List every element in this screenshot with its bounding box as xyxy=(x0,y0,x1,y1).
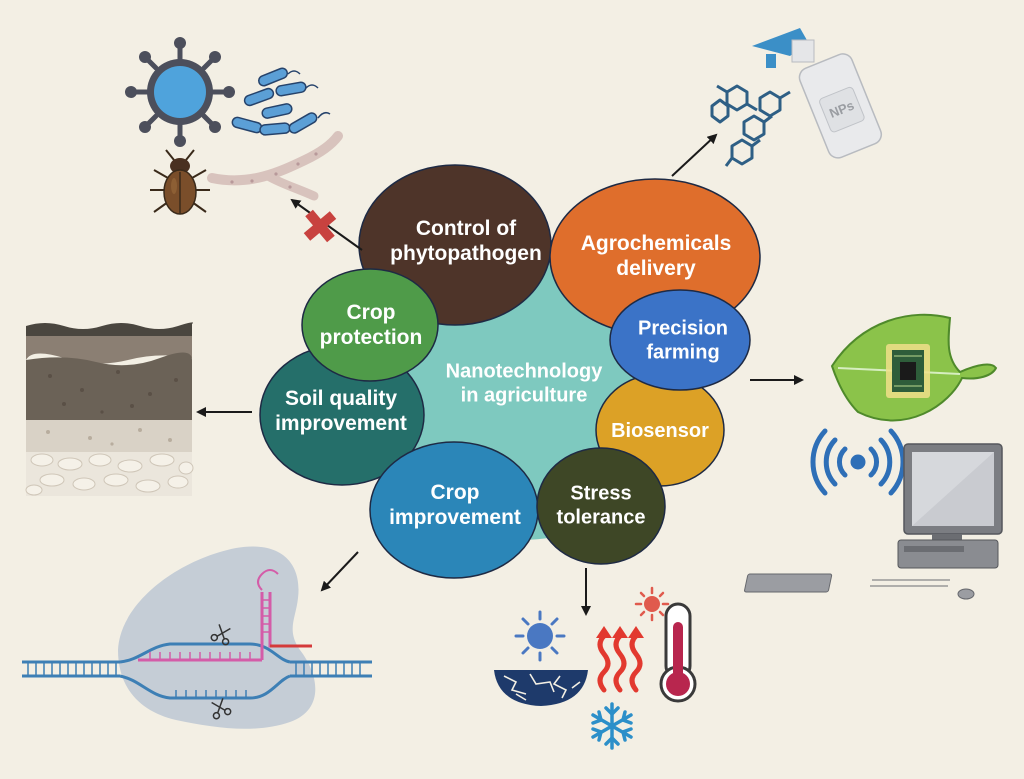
virus-icon xyxy=(125,37,235,147)
thermometer-icon xyxy=(659,602,697,703)
wireless-signal-icon xyxy=(810,428,906,496)
crop-protection-node xyxy=(301,268,439,382)
arrow-to-nps xyxy=(671,133,718,177)
precision-farming-label: Precision farming xyxy=(638,317,728,364)
center-label-line1: Nanotechnology xyxy=(445,360,603,383)
center-label: Nanotechnology in agriculture xyxy=(446,360,603,407)
control-of-phytopathogen-label: Control of phytopathogen xyxy=(390,217,542,267)
precision-farming-node xyxy=(609,289,751,391)
bacteria-icon xyxy=(231,67,331,136)
node-label-line1: Crop xyxy=(430,481,480,505)
beetle-icon xyxy=(150,149,210,215)
soil-profile-icon xyxy=(25,322,194,496)
node-label-line1: Crop xyxy=(346,301,396,325)
node-label-line2: delivery xyxy=(616,257,696,280)
node-label-line1: Soil quality xyxy=(284,387,397,411)
node-label-line2: improvement xyxy=(389,506,521,529)
computer-icon xyxy=(744,443,1003,600)
hot-sun-icon xyxy=(634,586,670,622)
agrochemicals-delivery-label: Agrochemicals delivery xyxy=(581,232,732,282)
red-cross-icon xyxy=(303,209,337,243)
node-label-line1: Precision xyxy=(637,317,729,340)
crispr-icon xyxy=(22,546,372,729)
node-label-line2: tolerance xyxy=(556,506,646,528)
node-label-line2: protection xyxy=(319,326,423,349)
drought-soil-icon xyxy=(494,670,588,706)
node-label-line1: Biosensor xyxy=(611,420,709,443)
node-label-line2: farming xyxy=(646,341,720,363)
node-label-line1: Stress xyxy=(570,482,632,505)
spray-bottle-icon: NPs xyxy=(752,28,883,159)
scissors-icon xyxy=(211,698,232,720)
node-label-line2: improvement xyxy=(275,412,407,435)
biosensor-label: Biosensor xyxy=(611,420,709,444)
snowflake-icon xyxy=(591,702,633,750)
scissors-icon xyxy=(210,624,231,646)
crop-improvement-label: Crop improvement xyxy=(389,481,521,531)
node-label-line1: Agrochemicals xyxy=(580,232,732,256)
center-label-line2: in agriculture xyxy=(460,384,588,406)
crop-protection-label: Crop protection xyxy=(320,301,423,351)
leaf-sensor-icon xyxy=(830,313,998,422)
arrow-to-crispr xyxy=(320,551,359,592)
molecule-icon xyxy=(710,84,791,167)
node-label-line1: Control of xyxy=(415,217,517,241)
soil-quality-improvement-label: Soil quality improvement xyxy=(275,387,407,437)
heat-icon xyxy=(597,633,643,693)
fungal-hypha-icon xyxy=(207,131,343,201)
stress-tolerance-label: Stress tolerance xyxy=(557,482,646,529)
sun-icon xyxy=(514,610,566,662)
heat-icon xyxy=(596,626,644,638)
stress-tolerance-node xyxy=(536,447,666,565)
node-label-line2: phytopathogen xyxy=(390,242,542,265)
